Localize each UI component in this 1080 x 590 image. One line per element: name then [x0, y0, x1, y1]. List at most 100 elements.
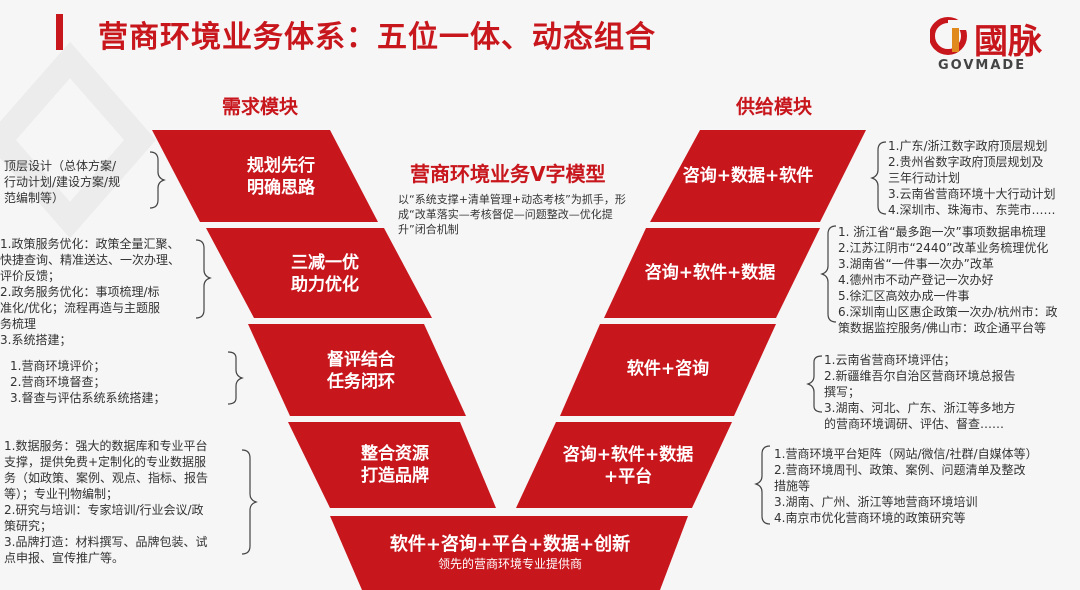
note-line: 4.南京市优化营商环境的政策研究等	[774, 511, 966, 525]
base-block-shape	[330, 516, 688, 590]
background-decoration	[0, 41, 156, 239]
supply-block-2-line1: 咨询+软件+数据	[644, 263, 776, 283]
demand-block-3-line2: 任务闭环	[327, 372, 395, 392]
left-bracket-4	[241, 449, 258, 555]
supply-block-4-line1: 咨询+软件+数据	[562, 445, 694, 465]
demand-block-2-line2: 助力优化	[291, 275, 359, 295]
left-bracket-3	[227, 351, 244, 405]
note-line: 1.广东/浙江数字政府顶层规划	[888, 139, 1048, 153]
left-note-3: 1.营商环境评价； 2.营商环境督查； 3.督查与评估系统系统搭建；	[10, 358, 165, 406]
demand-block-1: 规划先行 明确思路	[226, 155, 336, 199]
supply-block-3-shape	[560, 324, 776, 416]
demand-block-4-line2: 打造品牌	[361, 466, 429, 486]
note-line: 三年行动计划	[888, 171, 961, 185]
note-line: 3.湖南省“一件事一次办”改革	[838, 257, 994, 271]
right-bracket-2	[820, 225, 837, 323]
note-line: 3.云南省营商环境十大行动计划	[888, 187, 1056, 201]
right-bracket-4	[754, 445, 771, 525]
note-line: 策研究；	[4, 519, 53, 533]
note-line: 3.品牌打造：材料撰写、品牌包装、试	[4, 535, 208, 549]
title-accent-bar	[56, 14, 63, 50]
note-line: 顶层设计（总体方案/	[4, 159, 117, 173]
left-note-2: 1.政策服务优化：政策全量汇聚、 快捷查询、精准送达、一次办理、 评价反馈； 2…	[0, 236, 180, 348]
note-line: 6.深圳南山区惠企政策一次办/杭州市：政	[838, 305, 1058, 319]
supply-block-2-shape	[604, 228, 820, 318]
note-line: 撰写；	[824, 385, 861, 399]
note-line: 3.督查与评估系统系统搭建；	[10, 391, 166, 405]
page-title: 营商环境业务体系：五位一体、动态组合	[98, 20, 656, 55]
note-line: 的营商环境调研、评估、督查……	[824, 417, 1005, 431]
note-line: 等）；专业刊物编制；	[4, 487, 119, 501]
left-note-4: 1.数据服务：强大的数据库和专业平台 支撑，提供免费+定制化的专业数据服 务（如…	[4, 438, 208, 566]
demand-block-1-line2: 明确思路	[247, 178, 315, 198]
note-line: 2.贵州省数字政府顶层规划及	[888, 155, 1044, 169]
note-line: 点申报、宣传推广等。	[4, 551, 125, 565]
note-line: 行动计划/建设方案/规	[4, 175, 121, 189]
demand-block-4-shape	[288, 422, 496, 508]
note-line: 1.云南省营商环境评估；	[824, 353, 956, 367]
right-note-2: 1. 浙江省“最多跑一次”事项数据串梳理 2.江苏江阴市“2440”改革业务梳理…	[838, 224, 1058, 336]
logo-name: 國脉	[974, 22, 1042, 62]
demand-heading: 需求模块	[222, 96, 299, 118]
logo-sub: GOVMADE	[938, 58, 1027, 73]
base-block: 软件+咨询+平台+数据+创新 领先的营商环境专业提供商	[360, 534, 660, 572]
supply-block-1-shape	[650, 130, 866, 222]
logo-mark-icon	[930, 17, 967, 55]
base-block-title: 软件+咨询+平台+数据+创新	[389, 534, 631, 555]
note-line: 2.政务服务优化：事项梳理/标	[0, 285, 160, 299]
supply-block-1-line1: 咨询+数据+软件	[682, 166, 814, 186]
left-bracket-2	[195, 239, 212, 319]
note-line: 策数据监控服务/佛山市：政企通平台等	[838, 321, 1047, 335]
note-line: 1.数据服务：强大的数据库和专业平台	[4, 439, 208, 453]
note-line: 5.徐汇区高效办成一件事	[838, 289, 970, 303]
demand-block-1-line1: 规划先行	[247, 156, 315, 176]
demand-block-4-line1: 整合资源	[361, 444, 429, 464]
note-line: 3.系统搭建；	[0, 333, 72, 347]
note-line: 2.江苏江阴市“2440”改革业务梳理优化	[838, 241, 1049, 255]
note-line: 2.研究与培训：专家培训/行业会议/政	[4, 503, 204, 517]
demand-block-3-line1: 督评结合	[327, 350, 395, 370]
model-description: 以“系统支撑+清单管理+动态考核”为抓手，形成“改革落实—考核督促—问题整改—优…	[398, 193, 626, 236]
note-line: 4.深圳市、珠海市、东莞市……	[888, 203, 1056, 217]
note-line: 措施等	[774, 479, 811, 493]
demand-block-1-shape	[152, 130, 378, 222]
supply-heading: 供给模块	[736, 96, 813, 118]
supply-block-4-line2: +平台	[603, 467, 653, 487]
right-note-1: 1.广东/浙江数字政府顶层规划 2.贵州省数字政府顶层规划及 三年行动计划 3.…	[888, 138, 1055, 218]
right-note-3: 1.云南省营商环境评估； 2.新疆维吾尔自治区营商环境总报告 撰写； 3.湖南、…	[824, 352, 1015, 432]
right-bracket-1	[870, 141, 887, 215]
demand-block-2: 三减一优 助力优化	[270, 252, 380, 296]
note-line: 务（如政策、案例、观点、指标、报告	[4, 471, 209, 485]
note-line: 快捷查询、精准送达、一次办理、	[0, 253, 181, 267]
supply-block-1: 咨询+数据+软件	[668, 165, 828, 187]
note-line: 1. 浙江省“最多跑一次”事项数据串梳理	[838, 225, 1046, 239]
note-line: 范编制等）	[4, 191, 65, 205]
supply-block-3-line1: 软件+咨询	[626, 359, 710, 379]
left-note-1: 顶层设计（总体方案/ 行动计划/建设方案/规 范编制等）	[4, 158, 120, 206]
note-line: 3.湖南、广州、浙江等地营商环境培训	[774, 495, 978, 509]
right-note-4: 1.营商环境平台矩阵（网站/微信/社群/自媒体等） 2.营商环境周刊、政策、案例…	[774, 446, 1038, 526]
demand-block-4: 整合资源 打造品牌	[340, 443, 450, 487]
supply-block-2: 咨询+软件+数据	[630, 262, 790, 284]
left-bracket-1	[149, 151, 166, 209]
logo: 國脉 GOVMADE	[930, 14, 1070, 78]
model-title: 营商环境业务V字模型	[410, 162, 606, 186]
note-line: 1.政策服务优化：政策全量汇聚、	[0, 237, 180, 251]
base-block-subtitle: 领先的营商环境专业提供商	[437, 557, 582, 571]
right-bracket-3	[806, 355, 823, 413]
note-line: 2.新疆维吾尔自治区营商环境总报告	[824, 369, 1016, 383]
note-line: 评价反馈；	[0, 269, 61, 283]
demand-block-3-shape	[248, 324, 466, 416]
note-line: 1.营商环境平台矩阵（网站/微信/社群/自媒体等）	[774, 447, 1038, 461]
demand-block-2-shape	[206, 228, 432, 318]
note-line: 4.德州市不动产登记一次办好	[838, 273, 994, 287]
supply-block-4-shape	[516, 422, 732, 508]
note-line: 3.湖南、河北、广东、浙江等多地方	[824, 401, 1016, 415]
demand-block-2-line1: 三减一优	[291, 253, 359, 273]
note-line: 务梳理	[0, 317, 37, 331]
note-line: 2.营商环境周刊、政策、案例、问题清单及整改	[774, 463, 1026, 477]
supply-block-4: 咨询+软件+数据 +平台	[548, 444, 708, 488]
demand-block-3: 督评结合 任务闭环	[306, 349, 416, 393]
supply-block-3: 软件+咨询	[588, 358, 748, 380]
